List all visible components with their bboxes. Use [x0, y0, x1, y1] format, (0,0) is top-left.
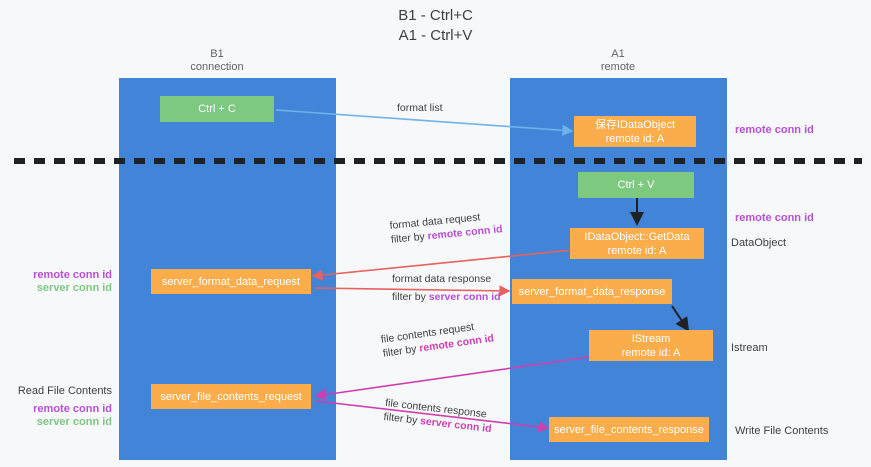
box-server-file-contents-request[interactable]: server_file_contents_request — [151, 384, 311, 409]
right-note-dataobject: DataObject — [731, 237, 787, 249]
box-save-idataobject[interactable]: 保存IDataObject remote id: A — [574, 116, 696, 147]
lane-header-b1-name: B1 — [210, 48, 224, 60]
filter-prefix: filter by — [392, 291, 429, 303]
lane-header-a1-name: A1 — [611, 48, 625, 60]
lane-header-a1-subtitle: remote — [600, 61, 636, 73]
left-note-remote-conn-id-2: remote conn id — [33, 403, 112, 415]
box-server-file-contents-response-label: server_file_contents_response — [554, 423, 704, 436]
left-note-server-conn-id-2: server conn id — [36, 416, 112, 428]
edge-label-format-data-request: format data request filter by remote con… — [389, 208, 503, 247]
box-istream-line1: IStream — [631, 332, 671, 345]
box-ctrl-c[interactable]: Ctrl + C — [160, 96, 274, 122]
lane-header-a1: A1 remote — [548, 48, 688, 74]
box-server-format-data-request-label: server_format_data_request — [161, 275, 301, 288]
edge-label-file-contents-response: file contents response filter by server … — [383, 396, 494, 436]
filter-prefix: filter by — [390, 230, 429, 246]
edge-label-format-list-text: format list — [397, 102, 443, 114]
left-note-read-file-contents: Read File Contents — [17, 385, 112, 397]
right-note-remote-conn-id-top: remote conn id — [735, 124, 814, 136]
box-idataobject-getdata-line1: IDataObject::GetData — [584, 230, 690, 243]
box-server-format-data-response[interactable]: server_format_data_response — [512, 279, 672, 304]
box-server-format-data-request[interactable]: server_format_data_request — [151, 269, 311, 294]
left-note-server-conn-id-1: server conn id — [36, 282, 112, 294]
page-title-line1: B1 - Ctrl+C — [398, 7, 473, 24]
left-note-remote-conn-id-1: remote conn id — [33, 269, 112, 281]
box-idataobject-getdata-line2: remote id: A — [607, 244, 667, 257]
edge-label-format-data-response-text: format data response — [392, 273, 492, 285]
right-note-remote-conn-id-mid: remote conn id — [735, 212, 814, 224]
edge-label-format-data-response-filter: filter by server conn id — [392, 290, 501, 304]
box-server-file-contents-request-label: server_file_contents_request — [160, 390, 302, 403]
lane-header-b1-subtitle: connection — [190, 61, 244, 73]
edge-label-format-data-response: format data response filter by server co… — [392, 272, 501, 304]
filter-prefix: filter by — [382, 410, 421, 427]
box-ctrl-c-label: Ctrl + C — [198, 103, 236, 115]
box-server-file-contents-response[interactable]: server_file_contents_response — [549, 417, 709, 442]
page-title: B1 - Ctrl+C A1 - Ctrl+V — [0, 6, 871, 46]
lane-header-b1: B1 connection — [147, 48, 287, 74]
edge-label-format-list: format list — [397, 101, 443, 115]
right-note-istream: Istream — [731, 342, 768, 354]
box-save-idataobject-line2: remote id: A — [605, 132, 665, 145]
filter-key-server-conn-id: server conn id — [428, 291, 501, 303]
box-ctrl-v[interactable]: Ctrl + V — [578, 172, 694, 198]
box-server-format-data-response-label: server_format_data_response — [518, 285, 666, 298]
box-istream[interactable]: IStream remote id: A — [589, 330, 713, 361]
page-title-line2: A1 - Ctrl+V — [398, 27, 473, 44]
box-idataobject-getdata[interactable]: IDataObject::GetData remote id: A — [570, 228, 704, 259]
edge-label-file-contents-request: file contents request filter by remote c… — [380, 317, 495, 360]
box-istream-line2: remote id: A — [621, 346, 681, 359]
right-note-write-file-contents: Write File Contents — [735, 425, 829, 437]
filter-prefix: filter by — [382, 342, 421, 360]
box-ctrl-v-label: Ctrl + V — [617, 179, 655, 191]
box-save-idataobject-line1: 保存IDataObject — [594, 118, 676, 131]
